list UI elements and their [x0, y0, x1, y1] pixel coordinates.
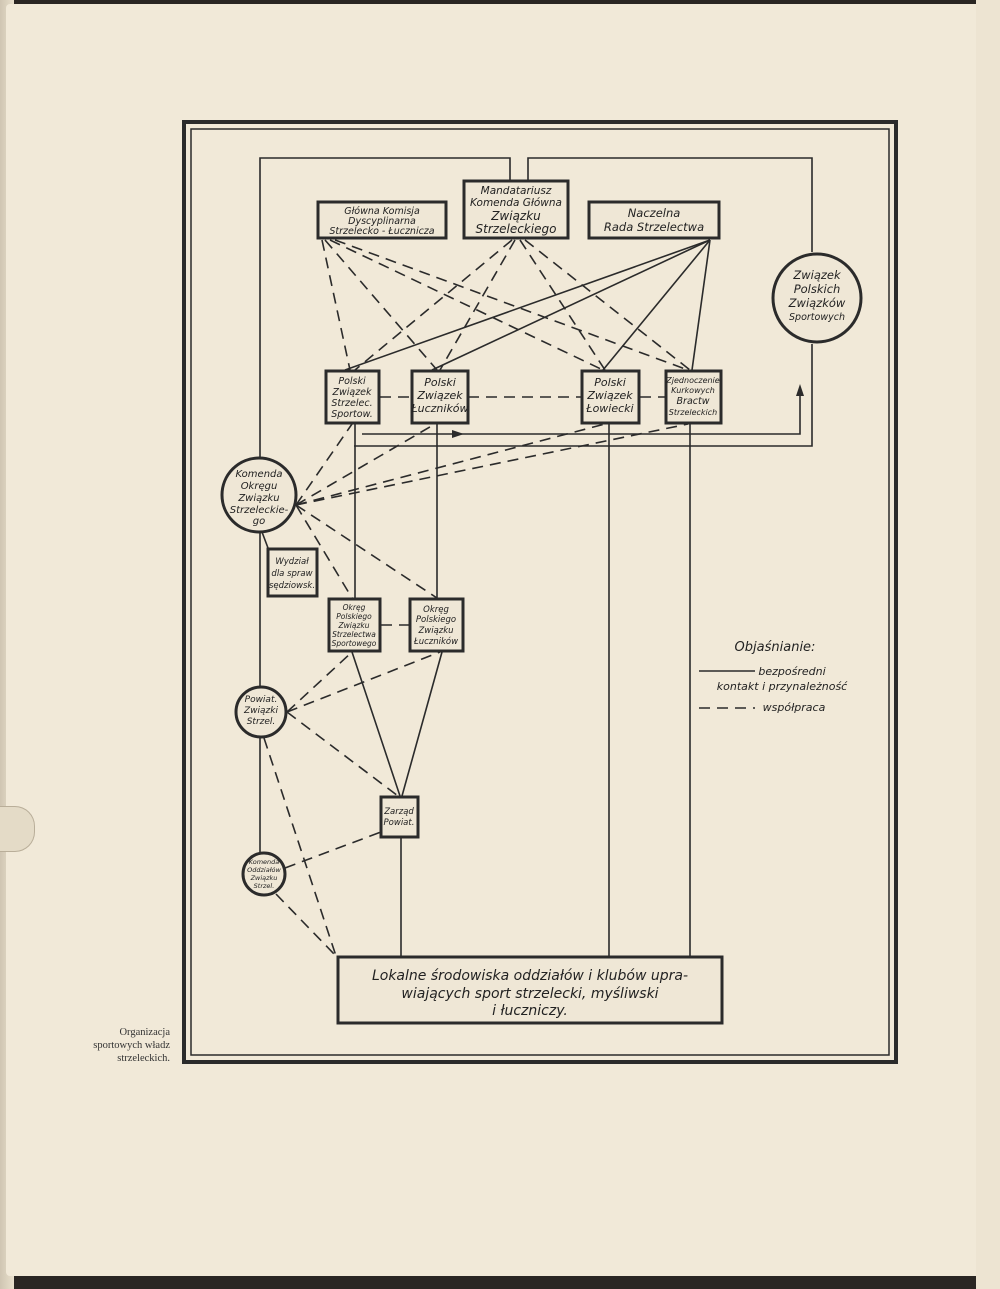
caption-line: Organizacja	[119, 1027, 170, 1038]
adjacent-page-strip	[976, 0, 1000, 1289]
solid-connections	[259, 157, 813, 956]
caption-line: sportowych władz	[93, 1040, 170, 1051]
figure-caption: Organizacja sportowych władz strzeleckic…	[70, 1026, 170, 1065]
diagram-frame	[182, 120, 898, 1064]
bookmark-tab	[0, 806, 35, 852]
legend-title: Objaśnianie:	[735, 640, 816, 655]
svg-text:Lokalne środowiska oddziałów i: Lokalne środowiska oddziałów i klubów up…	[372, 968, 688, 1019]
legend: Objaśnianie: bezpośredni kontakt i przyn…	[699, 640, 848, 714]
legend-dashed-label: współpraca	[763, 701, 826, 714]
caption-line: strzeleckich.	[117, 1053, 170, 1064]
legend-solid-label-1: bezpośredni	[758, 665, 825, 678]
node-lokalne-srodowiska: Lokalne środowiska oddziałów i klubów up…	[336, 955, 724, 1025]
legend-solid-label-2: kontakt i przynależność	[717, 680, 848, 693]
dashed-connections	[263, 239, 691, 957]
